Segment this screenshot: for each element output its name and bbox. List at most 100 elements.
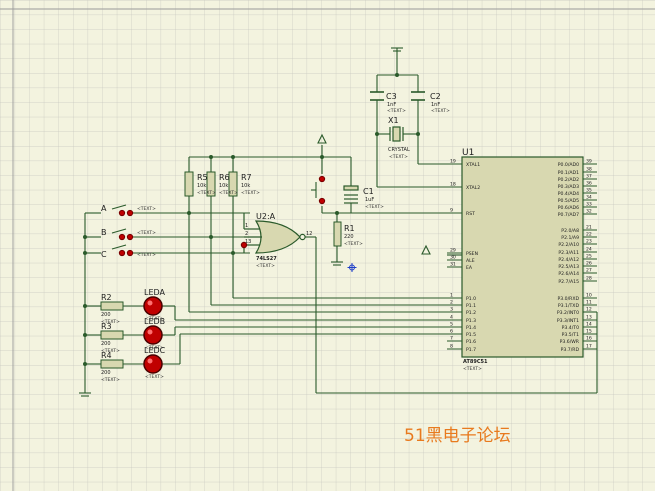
switch-a-text: <TEXT> <box>137 206 156 212</box>
mcu-pin-label: P0.2/AD2 <box>558 177 579 183</box>
switch-a-label: A <box>101 204 107 213</box>
r4-value: 200 <box>101 370 111 376</box>
c1-text: <TEXT> <box>365 204 384 210</box>
mcu-pin-label: P0.6/AD6 <box>558 205 579 211</box>
resistor-r3 <box>100 330 124 340</box>
gate-pin-c: 13 <box>245 239 251 245</box>
mcu-pin-label: EA <box>466 265 473 271</box>
r7-text: <TEXT> <box>241 190 260 196</box>
resistors[interactable] <box>100 171 342 369</box>
mcu-pin-number: 27 <box>586 268 592 274</box>
mcu-pin-number: 17 <box>586 344 592 350</box>
mcu-pin-number: 15 <box>586 329 592 335</box>
led-a-label: LEDA <box>144 288 166 297</box>
mcu-pin-label: P1.0 <box>466 296 476 302</box>
switch-b[interactable] <box>111 228 134 241</box>
watermark: 51黑电子论坛 <box>404 426 511 446</box>
c2-ref: C2 <box>430 92 441 101</box>
mcu-pin-label: RST <box>466 211 475 217</box>
mcu-pin-label: P2.7/A15 <box>558 279 579 285</box>
switch-b-text: <TEXT> <box>137 230 156 236</box>
nor-gate-u2a[interactable] <box>240 213 306 254</box>
r6-text: <TEXT> <box>219 190 238 196</box>
led-c[interactable] <box>143 354 163 374</box>
led-a[interactable] <box>143 296 163 316</box>
mcu-pin-label: P0.1/AD1 <box>558 170 579 176</box>
labels: U1 AT89C51 <TEXT> U2:A 74LS27 <TEXT> 1 2… <box>101 92 488 383</box>
r5-value: 10k <box>197 183 206 189</box>
mcu-pin-number: 18 <box>450 182 456 188</box>
capacitor-c1[interactable] <box>343 185 359 204</box>
switch-c[interactable] <box>111 244 134 257</box>
mcu-pin-number: 8 <box>450 344 453 350</box>
mcu-pin-number: 16 <box>586 336 592 342</box>
switch-c-text: <TEXT> <box>137 252 156 258</box>
resistor-r5 <box>184 171 194 197</box>
r7-value: 10k <box>241 183 250 189</box>
led-b-text: <TEXT> <box>145 345 164 351</box>
c1-value: 1uF <box>365 197 374 203</box>
mcu-pin-number: 10 <box>586 293 592 299</box>
mcu-pin-number: 30 <box>450 255 456 261</box>
switch-c-label: C <box>101 250 107 259</box>
mcu-pin-number: 24 <box>586 247 592 253</box>
r1-text: <TEXT> <box>344 241 363 247</box>
mcu-pin-number: 25 <box>586 254 592 260</box>
led-a-text: <TEXT> <box>145 316 164 322</box>
ground-symbols <box>79 47 403 397</box>
mcu-pin-label: P2.0/A8 <box>561 228 579 234</box>
switch-b-label: B <box>101 228 107 237</box>
resistor-r7 <box>228 171 238 197</box>
mcu-pin-number: 5 <box>450 322 453 328</box>
mcu-pin-label: P0.4/AD4 <box>558 191 579 197</box>
gate-pin-a: 1 <box>245 223 248 229</box>
mcu-pin-number: 32 <box>586 209 592 215</box>
crystal-x1[interactable] <box>389 126 404 142</box>
reset-button[interactable] <box>311 175 326 205</box>
mcu-pin-number: 23 <box>586 239 592 245</box>
gate-ref: U2:A <box>256 212 276 221</box>
mcu-pin-label: P0.0/AD0 <box>558 162 579 168</box>
r1-value: 220 <box>344 234 354 240</box>
mcu-pin-number: 9 <box>450 208 453 214</box>
led-b[interactable] <box>143 325 163 345</box>
mcu-pin-label: P3.7/RD <box>561 347 580 353</box>
mcu-pin-label: P2.4/A12 <box>558 257 579 263</box>
probe-marker <box>347 263 357 272</box>
mcu-pin-number: 39 <box>586 159 592 165</box>
mcu-pin-label: P3.2/INT0 <box>557 310 579 316</box>
gate-text: <TEXT> <box>256 263 275 269</box>
mcu-pin-number: 35 <box>586 188 592 194</box>
mcu-pin-number: 28 <box>586 276 592 282</box>
switch-a[interactable] <box>111 204 134 217</box>
mcu-at89c51[interactable] <box>461 156 584 358</box>
mcu-pin-number: 13 <box>586 315 592 321</box>
mcu-pin-label: P2.6/A14 <box>558 271 579 277</box>
r2-text: <TEXT> <box>101 319 120 325</box>
mcu-pin-number: 34 <box>586 195 592 201</box>
resistor-r6 <box>206 171 216 197</box>
mcu-pin-label: PSEN <box>466 251 478 257</box>
mcu-pin-number: 6 <box>450 329 453 335</box>
r7-ref: R7 <box>241 173 252 182</box>
capacitor-c3[interactable] <box>370 91 384 101</box>
c3-ref: C3 <box>386 92 397 101</box>
r3-text: <TEXT> <box>101 348 120 354</box>
c3-text: <TEXT> <box>387 108 406 114</box>
mcu-pin-number: 2 <box>450 300 453 306</box>
mcu-pin-label: P1.4 <box>466 325 476 331</box>
r5-text: <TEXT> <box>197 190 216 196</box>
mcu-pin-number: 7 <box>450 336 453 342</box>
mcu-pin-label: P3.3/INT1 <box>557 318 579 324</box>
chip-text: <TEXT> <box>463 366 482 372</box>
mcu-pin-label: P0.5/AD5 <box>558 198 579 204</box>
mcu-pin-label: P3.4/T0 <box>562 325 579 331</box>
led-c-text: <TEXT> <box>145 374 164 380</box>
capacitor-c2[interactable] <box>411 91 425 101</box>
mcu-pin-number: 31 <box>450 262 456 268</box>
r5-ref: R5 <box>197 173 208 182</box>
mcu-pin-number: 11 <box>586 300 592 306</box>
mcu-pin-label: P3.1/TXD <box>558 303 580 309</box>
led-c-label: LEDC <box>144 346 166 355</box>
